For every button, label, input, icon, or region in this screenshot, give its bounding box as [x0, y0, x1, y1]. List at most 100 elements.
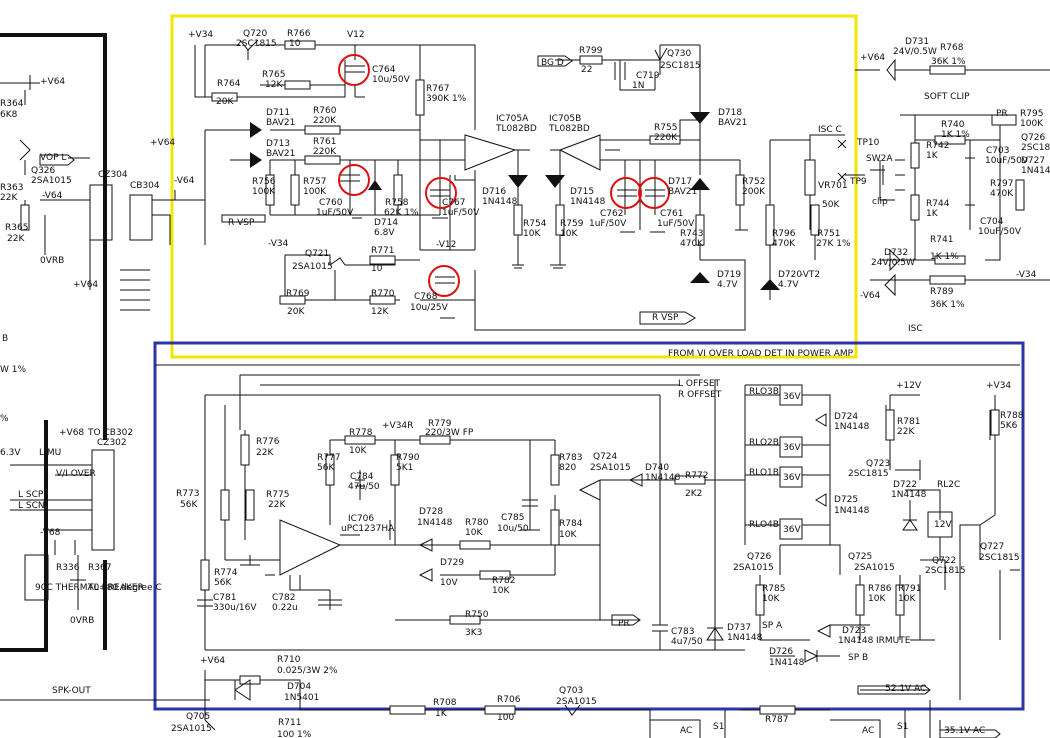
component-label: 10K [868, 594, 886, 604]
component-label: 10u/25V [410, 303, 449, 313]
component-label: -V34 [1016, 270, 1037, 280]
component-label: 4.7V [717, 280, 738, 290]
component-label: -V64 [860, 291, 881, 301]
component-label: Q703 [559, 686, 583, 696]
component-label: C719 [636, 71, 660, 81]
component-label: 10 [289, 39, 301, 49]
component-label: R777 [317, 453, 340, 463]
component-label: T0=80 degree C [87, 583, 162, 593]
component-label: D729 [440, 558, 464, 568]
component-label: C764 [372, 65, 396, 75]
component-label: W 1% [0, 365, 26, 375]
component-label: R751 [817, 229, 840, 239]
component-label: Q720 [243, 29, 268, 39]
component-label: 36K 1% [931, 57, 966, 67]
component-label: 2SA1015 [292, 262, 333, 272]
component-label: C703 [986, 146, 1009, 156]
component-label: R775 [266, 490, 289, 500]
component-label: 5K1 [396, 463, 413, 473]
component-label: R768 [940, 43, 964, 53]
component-label: PR [996, 109, 1008, 119]
component-label: 50K [822, 200, 840, 210]
component-label: 1N5401 [284, 693, 319, 703]
component-label: 2SA1015 [171, 724, 212, 734]
component-label: D723 [842, 626, 866, 636]
component-label: 10u/50 [497, 524, 529, 534]
component-label: R773 [176, 489, 199, 499]
component-label: SP B [848, 653, 868, 663]
component-label: 10V [440, 578, 458, 588]
component-label: 47u/50 [348, 482, 380, 492]
component-label: 2SC1815 [848, 469, 889, 479]
component-label: +V64 [73, 280, 98, 290]
component-label: D715 [570, 187, 594, 197]
component-label: 22K [256, 448, 274, 458]
component-label: 1uF/50V [442, 208, 480, 218]
component-label: R774 [214, 568, 238, 578]
component-label: C783 [671, 627, 694, 637]
component-label: 100K [1020, 119, 1044, 129]
component-label: RLO2B [749, 438, 779, 448]
component-label: R758 [385, 198, 409, 208]
component-label: 1N4148 [727, 633, 763, 643]
component-label: -V64 [42, 191, 63, 201]
component-label: 0.22u [272, 603, 298, 613]
component-label: PR [618, 619, 630, 629]
component-label: D718 [718, 108, 742, 118]
component-label: 36V [783, 473, 801, 483]
component-label: 470K [772, 239, 796, 249]
component-label: R786 [868, 584, 892, 594]
component-label: AC [862, 726, 874, 736]
component-label: 56K [214, 578, 232, 588]
component-label: Q326 [31, 166, 56, 176]
component-label: 10uF/50V [985, 156, 1029, 166]
component-label: 10K [560, 229, 578, 239]
yellow-highlight-box [170, 14, 858, 359]
component-label: L SCN [18, 501, 45, 511]
component-label: 100 1% [277, 730, 312, 738]
component-label: 1N4148 [891, 490, 927, 500]
component-label: RLO1B [749, 468, 779, 478]
component-label: C785 [501, 513, 524, 523]
component-label: R VSP [228, 218, 255, 228]
component-label: 1K [926, 209, 939, 219]
component-label: 100 [497, 713, 514, 723]
component-label: D717 [668, 177, 692, 187]
bottom-strip-wires [0, 670, 1001, 738]
component-label: 20K [216, 97, 234, 107]
component-label: D725 [834, 495, 858, 505]
component-label: R750 [465, 610, 489, 620]
component-label: 2SC1815 [660, 61, 701, 71]
component-label: clip [872, 197, 888, 207]
component-label: IC705A [496, 114, 529, 124]
component-label: 1uF/50V [657, 219, 695, 229]
component-label: 1N4148 [570, 197, 606, 207]
component-label: 2SA1015 [590, 463, 631, 473]
component-label: 1N4148 [838, 636, 874, 646]
component-label: C704 [980, 217, 1004, 227]
component-label: S1 [897, 722, 908, 732]
component-label: AC [680, 726, 692, 736]
component-label: D714 [374, 218, 398, 228]
component-label: 1uF/50V [589, 219, 627, 229]
component-label: 1N4148 [645, 473, 681, 483]
component-label: R365 [5, 223, 28, 233]
component-label: R756 [252, 177, 276, 187]
component-label: 36V [783, 392, 801, 402]
component-label: R785 [762, 584, 785, 594]
component-label: R782 [492, 576, 515, 586]
component-label: 4u7/50 [671, 637, 703, 647]
component-label: 390K 1% [426, 94, 467, 104]
component-label: 1N [632, 81, 644, 91]
component-label: 4.7V [778, 280, 799, 290]
component-label: 2SC1815 [925, 566, 966, 576]
component-label: 0VRB [70, 616, 94, 626]
component-label: B [2, 334, 8, 344]
component-label: CZ304 [98, 170, 128, 180]
component-label: D732 [884, 248, 908, 258]
component-label: R799 [579, 46, 603, 56]
component-label: D731 [905, 37, 929, 47]
component-label: 35.1V AC [944, 726, 985, 736]
component-label: Q726 [1021, 133, 1046, 143]
component-label: 220K [313, 116, 337, 126]
